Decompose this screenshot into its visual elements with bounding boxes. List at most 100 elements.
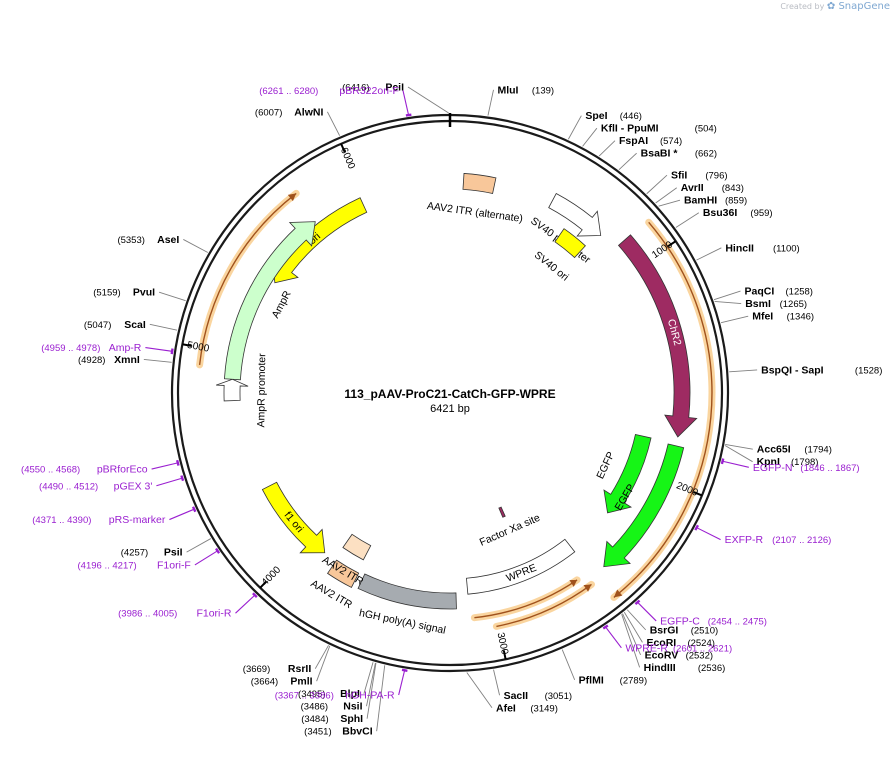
leader-line: [621, 614, 641, 668]
enzyme-layer: MluI(139)SpeI(446)KflI - PpuMI(504)FspAI…: [21, 82, 882, 738]
primer-range: (1846 .. 1867): [800, 463, 859, 474]
leader-line: [151, 462, 179, 470]
primer-range: (4959 .. 4978): [41, 343, 100, 354]
tick-label: 5000: [186, 340, 210, 355]
enzyme-position: (3149): [530, 703, 557, 714]
enzyme-name: AvrII: [681, 182, 704, 194]
leader-line: [158, 291, 186, 302]
leader-line: [366, 662, 377, 719]
hgh-polya-signal-shape: [357, 573, 457, 610]
enzyme-name: MfeI: [752, 311, 773, 323]
leader-line: [466, 672, 493, 709]
enzyme-name: XmnI: [114, 354, 140, 366]
sv40-ori-label: SV40 ori: [532, 249, 571, 284]
enzyme-position: (5159): [93, 288, 120, 299]
egfp-inner-label: EGFP: [594, 450, 617, 481]
enzyme-name: MluI: [497, 84, 518, 96]
enzyme-position: (5047): [84, 320, 111, 331]
aav2-itr-alternate-shape: [462, 173, 497, 194]
enzyme-position: (4928): [78, 355, 105, 366]
arc-bottom-1-arrowhead: [583, 584, 592, 592]
primer-name: F1ori-R: [196, 608, 231, 620]
leader-line: [149, 323, 178, 331]
hgh-polya-signal-label: hGH poly(A) signal: [358, 607, 447, 637]
leader-line: [194, 549, 219, 566]
primer-mark: [252, 592, 258, 598]
arc-bottom-1: [492, 580, 595, 630]
primer-name: pBR322ori-F: [339, 85, 399, 97]
aav2-itr-upper-shape: [342, 533, 372, 561]
sv40-ori-shape: [554, 228, 586, 259]
leader-line: [626, 609, 647, 631]
ampr-promoter-shape: [215, 378, 249, 402]
primer-range: (4371 .. 4390): [32, 515, 91, 526]
primer-name: F1ori-F: [157, 559, 191, 571]
enzyme-name: PflMI: [579, 674, 604, 686]
primer-name: pRS-marker: [109, 514, 166, 526]
enzyme-position: (3669): [243, 664, 270, 675]
leader-line: [156, 477, 184, 487]
enzyme-name: KpnI: [757, 456, 780, 468]
enzyme-name: SpeI: [585, 110, 607, 122]
leader-line: [604, 625, 622, 649]
aav2-itr-shape: [326, 559, 360, 588]
tick-mark: [259, 580, 268, 589]
leader-line: [720, 315, 749, 324]
enzyme-position: (1265): [780, 299, 807, 310]
enzyme-position: (2524): [687, 638, 714, 649]
primer-range: (4550 .. 4568): [21, 465, 80, 476]
enzyme-position: (3451): [304, 727, 331, 738]
primer-mark: [602, 624, 609, 630]
enzyme-position: (796): [705, 171, 727, 182]
enzyme-position: (662): [695, 149, 717, 160]
primer-range: (2601 .. 2621): [673, 643, 732, 654]
enzyme-position: (843): [722, 183, 744, 194]
tick-mark: [340, 143, 346, 153]
leader-line: [618, 152, 637, 171]
leader-line: [398, 669, 406, 696]
enzyme-position: (1100): [773, 243, 800, 254]
enzyme-position: (1528): [855, 365, 882, 376]
leader-line: [183, 239, 209, 253]
leader-line: [487, 89, 494, 116]
ampr-shape: [224, 221, 316, 381]
leader-line: [636, 601, 657, 622]
enzyme-name: BspQI - SapI: [761, 364, 824, 376]
leader-line: [696, 247, 722, 261]
enzyme-position: (4257): [121, 548, 148, 559]
leader-line: [721, 460, 749, 468]
credit-brand: SnapGene: [838, 1, 890, 12]
enzyme-name: RsrII: [288, 663, 311, 675]
leader-line: [561, 649, 576, 681]
enzyme-position: (6007): [255, 107, 282, 118]
leader-line: [582, 127, 598, 147]
enzyme-name: NsiI: [343, 701, 362, 713]
primer-mark: [405, 113, 412, 117]
arc-right-top-line: [613, 221, 713, 598]
enzyme-name: AlwNI: [294, 106, 323, 118]
primer-mark: [191, 506, 197, 513]
primer-range: (4490 .. 4512): [39, 481, 98, 492]
primer-name: EXFP-R: [725, 534, 764, 546]
primer-name: hGH-PA-R: [345, 689, 395, 701]
enzyme-position: (1798): [791, 457, 818, 468]
primer-mark: [694, 524, 699, 531]
leader-line: [567, 115, 582, 140]
arc-bottom-2-line: [474, 579, 578, 619]
enzyme-position: (2536): [698, 663, 725, 674]
tick-mark: [182, 343, 192, 347]
primer-range: (3986 .. 4005): [118, 609, 177, 620]
enzyme-position: (2510): [691, 625, 718, 636]
plasmid-name: 113_pAAV-ProC21-CatCh-GFP-WPRE: [344, 387, 555, 401]
primer-range: (2107 .. 2126): [772, 535, 831, 546]
enzyme-name: BsrGI: [650, 624, 679, 636]
credit-prefix: Created by: [780, 2, 825, 11]
primer-mark: [170, 348, 174, 355]
leader-line: [725, 443, 753, 450]
enzyme-name: Bsu36I: [703, 207, 738, 219]
arc-left-arrowhead: [287, 193, 297, 202]
enzyme-position: (446): [620, 111, 642, 122]
primer-range: (6261 .. 6280): [259, 86, 318, 97]
egfp-outer-shape: [603, 443, 685, 568]
